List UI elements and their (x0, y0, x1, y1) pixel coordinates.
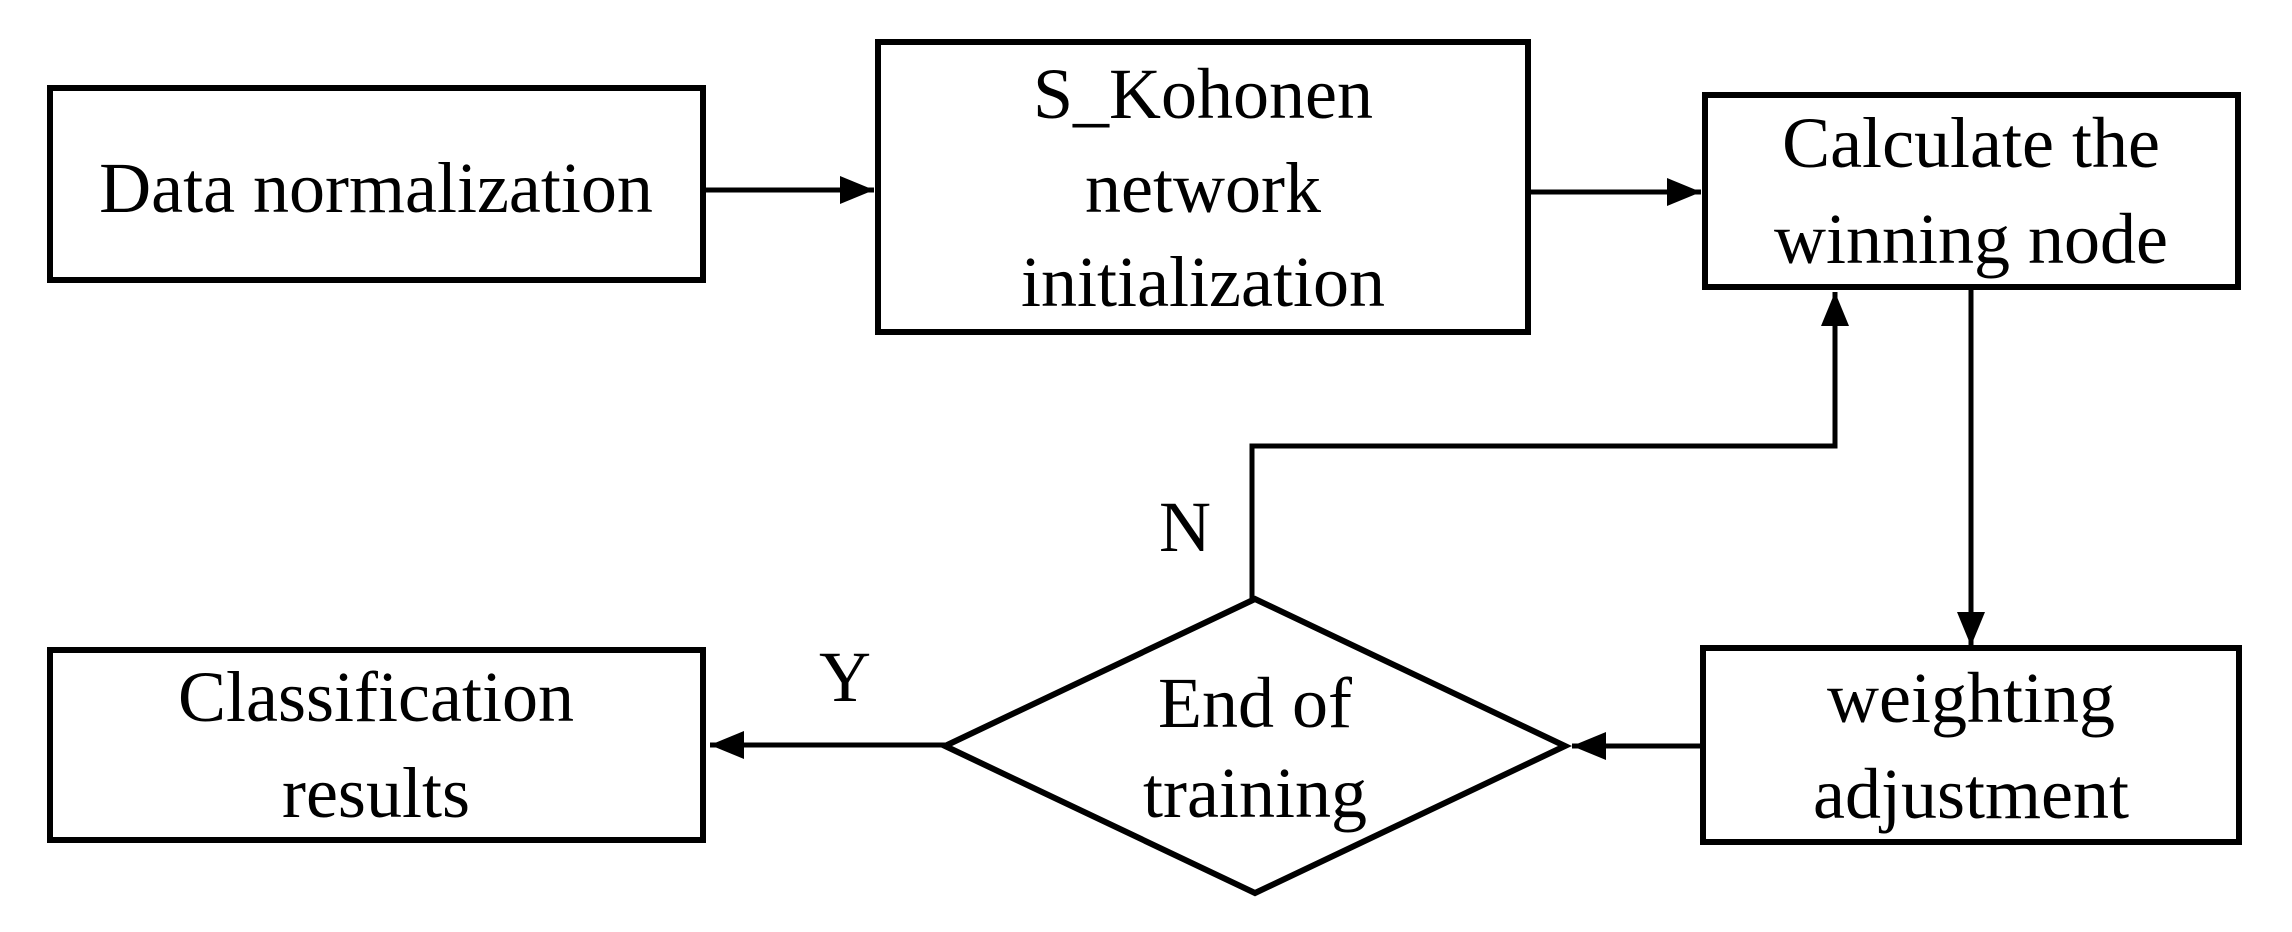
branch-label-no: N (1159, 487, 1211, 567)
node-classification-results: Classification results (47, 647, 706, 843)
end-of-training-label-line1: End of (1158, 663, 1352, 743)
node-weighting-adjustment: weighting adjustment (1700, 645, 2242, 845)
classification-label-line1: Classification (178, 657, 574, 737)
end-of-training-label-line2: training (1143, 753, 1367, 833)
kohonen-label-line3: initialization (1021, 242, 1385, 322)
classification-results-box (47, 647, 706, 843)
classification-label-line2: results (282, 753, 470, 833)
weighting-label-line2: adjustment (1813, 754, 2129, 834)
node-kohonen-initialization: S_Kohonen network initialization (875, 39, 1531, 335)
data-normalization-box (47, 85, 706, 283)
node-end-of-training-decision: End of training (937, 595, 1573, 897)
data-normalization-label: Data normalization (99, 148, 653, 228)
weighting-label-line1: weighting (1827, 658, 2115, 738)
calculate-label-line2: winning node (1774, 199, 2168, 279)
kohonen-initialization-box (875, 39, 1531, 335)
kohonen-label-line2: network (1085, 148, 1321, 228)
node-calculate-winning-node: Calculate the winning node (1702, 92, 2241, 290)
weighting-adjustment-box (1700, 645, 2242, 845)
calculate-winning-node-box (1702, 92, 2241, 290)
end-of-training-diamond (937, 595, 1573, 897)
node-data-normalization: Data normalization (47, 85, 706, 283)
calculate-label-line1: Calculate the (1782, 103, 2160, 183)
branch-label-yes: Y (819, 637, 871, 717)
kohonen-label-line1: S_Kohonen (1033, 54, 1373, 134)
edge-decision-to-calculate-feedback (1249, 292, 1849, 599)
